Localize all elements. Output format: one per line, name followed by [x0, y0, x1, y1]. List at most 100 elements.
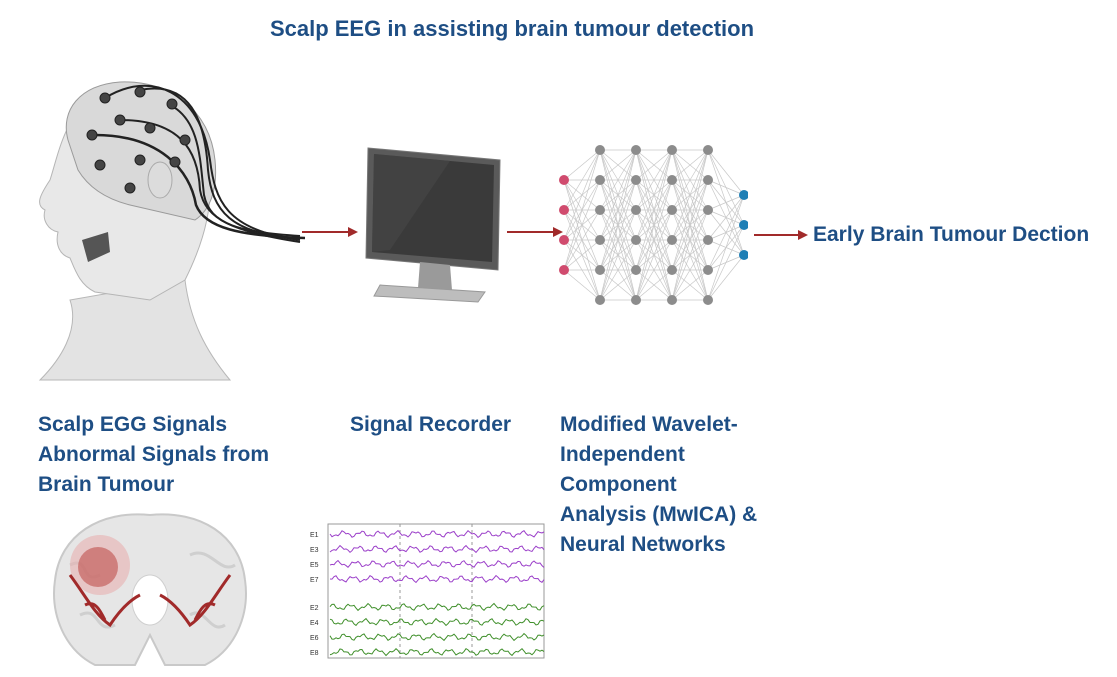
- network-edge: [599, 149, 637, 181]
- hidden-node: [631, 145, 641, 155]
- arrow-monitor-to-network: [507, 227, 563, 237]
- network-edge: [599, 209, 637, 301]
- eeg-channel-label: E5: [310, 562, 319, 569]
- hidden-node: [631, 265, 641, 275]
- output-label: Early Brain Tumour Dection: [813, 223, 1090, 246]
- hidden-node: [595, 295, 605, 305]
- eeg-trace: [329, 574, 545, 584]
- output-node: [739, 250, 748, 260]
- hidden-node: [667, 265, 677, 275]
- method-label-line: Analysis (MwICA) &: [560, 503, 758, 526]
- network-edge: [671, 149, 709, 181]
- eeg-channel-label: E3: [310, 547, 319, 554]
- input-node: [559, 175, 569, 185]
- hidden-node: [667, 235, 677, 245]
- eeg-trace: [329, 544, 545, 554]
- neural-network-diagram: [559, 145, 748, 305]
- hidden-node: [595, 175, 605, 185]
- hidden-node: [667, 205, 677, 215]
- network-edge: [635, 209, 673, 301]
- brain-tumour-illustration: [53, 513, 247, 666]
- network-edge: [635, 239, 673, 301]
- network-edge: [563, 149, 601, 271]
- method-label-line: Component: [560, 473, 677, 496]
- network-edge: [707, 194, 745, 241]
- diagram-title: Scalp EEG in assisting brain tumour dete…: [269, 16, 755, 41]
- hidden-node: [595, 235, 605, 245]
- input-node: [559, 235, 569, 245]
- network-edge: [671, 149, 709, 211]
- eeg-channel-label: E2: [310, 605, 319, 612]
- eeg-channel-label: E4: [310, 620, 319, 627]
- hidden-node: [631, 235, 641, 245]
- input-node: [559, 265, 569, 275]
- method-label: Modified Wavelet- Independent Component …: [560, 410, 757, 560]
- hidden-node: [595, 205, 605, 215]
- hidden-node: [631, 175, 641, 185]
- signals-label: Scalp EGG Signals Abnormal Signals from …: [38, 410, 269, 500]
- eeg-channel-label: E1: [310, 532, 319, 539]
- output-node: [739, 220, 748, 230]
- hidden-node: [595, 145, 605, 155]
- monitor-illustration: [365, 147, 501, 303]
- method-label-line: Independent: [560, 443, 685, 466]
- eeg-trace: [329, 617, 545, 627]
- eeg-channel-label: E7: [310, 577, 319, 584]
- hidden-node: [703, 175, 713, 185]
- network-edge: [563, 269, 601, 301]
- network-edge: [671, 239, 709, 301]
- arrow-head-to-monitor: [302, 227, 358, 237]
- recorder-label: Signal Recorder: [350, 413, 512, 436]
- network-edge: [671, 149, 709, 301]
- hidden-node: [703, 205, 713, 215]
- network-edge: [599, 149, 637, 241]
- hidden-node: [703, 265, 713, 275]
- network-edge: [599, 149, 637, 211]
- network-edge: [635, 149, 673, 271]
- network-edge: [635, 179, 673, 301]
- network-edge: [563, 149, 601, 241]
- network-edge: [563, 209, 601, 271]
- network-edge: [599, 149, 637, 301]
- network-edge: [599, 269, 637, 301]
- network-edge: [707, 179, 745, 196]
- eeg-trace: [329, 559, 545, 569]
- network-edge: [707, 224, 745, 301]
- hidden-node: [667, 145, 677, 155]
- network-edge: [563, 179, 601, 271]
- method-label-line: Neural Networks: [560, 533, 726, 556]
- input-node: [559, 205, 569, 215]
- network-edge: [707, 254, 745, 301]
- network-edge: [563, 149, 601, 181]
- network-edge: [635, 149, 673, 301]
- network-edge: [599, 239, 637, 301]
- network-edge: [635, 149, 673, 211]
- network-edge: [671, 149, 709, 241]
- eeg-channel-label: E6: [310, 635, 319, 642]
- arrow-network-to-output: [754, 230, 808, 240]
- eeg-trace: [329, 632, 545, 642]
- signals-label-line: Scalp EGG Signals: [38, 413, 228, 436]
- hidden-node: [703, 145, 713, 155]
- hidden-node: [703, 235, 713, 245]
- eeg-trace: [329, 647, 545, 657]
- hidden-node: [595, 265, 605, 275]
- eeg-trace: [329, 602, 545, 612]
- eeg-trace: [329, 529, 545, 539]
- output-node: [739, 190, 748, 200]
- network-edge: [563, 239, 601, 271]
- hidden-node: [631, 205, 641, 215]
- method-label-line: Modified Wavelet-: [560, 413, 738, 436]
- network-edge: [671, 269, 709, 301]
- network-edge: [599, 179, 637, 301]
- network-edge: [563, 149, 601, 211]
- network-edge: [599, 149, 637, 271]
- network-edge: [707, 194, 745, 211]
- network-edge: [635, 149, 673, 181]
- network-edge: [671, 179, 709, 301]
- network-edge: [707, 149, 745, 196]
- signals-label-line: Brain Tumour: [38, 473, 175, 496]
- hidden-node: [703, 295, 713, 305]
- eeg-cap-head-illustration: [38, 81, 306, 381]
